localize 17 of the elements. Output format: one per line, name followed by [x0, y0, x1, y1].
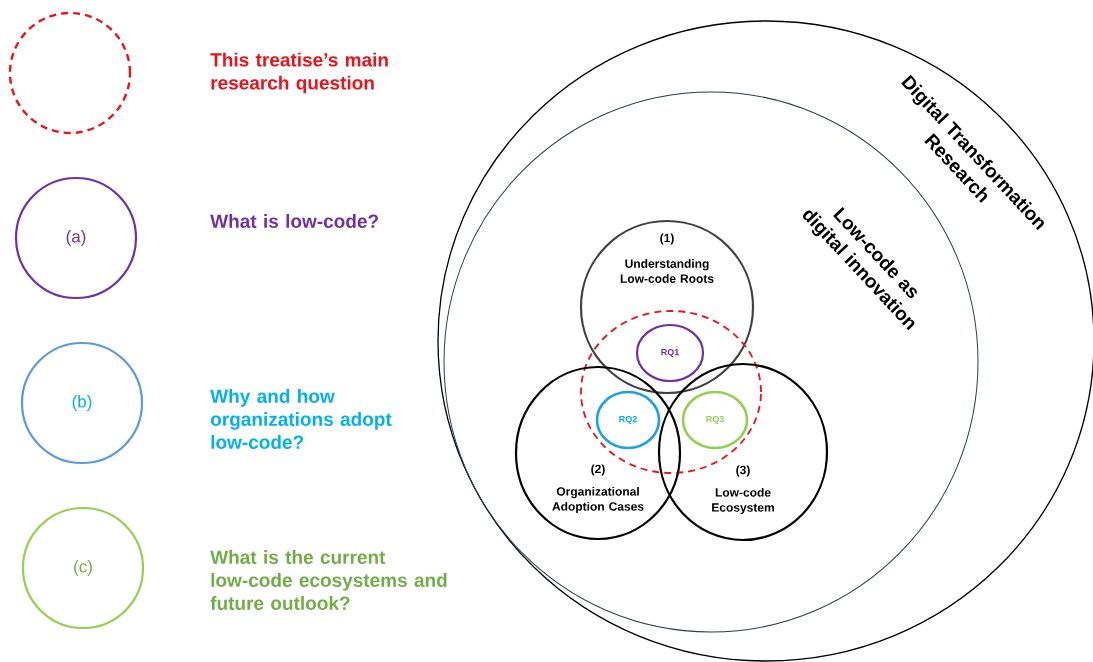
rq-label: RQ3: [706, 415, 724, 425]
circle-label: (b): [72, 395, 92, 411]
circle-label: (a): [66, 230, 86, 246]
legend-text: What is the current low-code ecosystems and future outlook?: [210, 550, 447, 610]
dashed-circle: [8, 11, 132, 135]
topic-label: Low-code Ecosystem: [712, 487, 774, 515]
legend-text: What is low-code?: [210, 214, 378, 228]
topic-number: (3): [736, 465, 750, 477]
topic-label: Organizational Adoption Cases: [552, 486, 644, 514]
topic-number: (2): [591, 464, 605, 476]
topic-label: Understanding Low-code Roots: [620, 259, 714, 283]
rq-label: RQ1: [661, 348, 679, 358]
topic-number: (1): [660, 233, 674, 245]
rq-label: RQ2: [619, 415, 637, 425]
legend-text: This treatise’s main research question: [210, 52, 388, 94]
circle-label: (c): [74, 560, 92, 576]
legend-text: Why and how organizations adopt low-code?: [210, 389, 392, 449]
